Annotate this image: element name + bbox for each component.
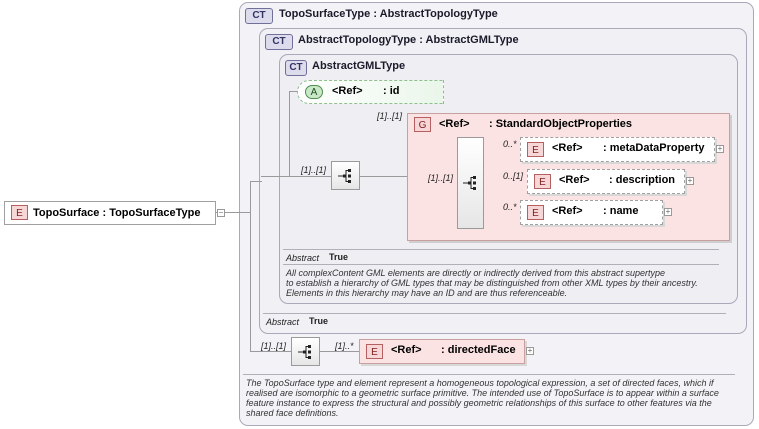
element-icon: E	[527, 142, 544, 157]
description-multiplicity: 0..[1]	[503, 171, 524, 181]
connector-line	[250, 351, 291, 352]
complex-type-icon: CT	[245, 8, 273, 24]
name-ref: <Ref>	[552, 205, 583, 217]
abstract-property-value: True	[329, 252, 349, 262]
connector-line	[289, 176, 331, 177]
connector-line	[250, 181, 262, 182]
directedface-name: : directedFace	[441, 344, 516, 356]
group-icon: G	[414, 117, 431, 132]
toposurfacetype-title: TopoSurfaceType : AbstractTopologyType	[279, 8, 498, 20]
connector-line	[359, 176, 407, 177]
element-icon: E	[527, 205, 544, 220]
description-ref: <Ref>	[559, 174, 590, 186]
toposurface-element[interactable]	[4, 201, 216, 225]
metadataproperty-name: : metaDataProperty	[603, 142, 705, 154]
group-name: : StandardObjectProperties	[489, 118, 633, 130]
expand-icon[interactable]: +	[716, 144, 724, 153]
sequence-icon	[338, 169, 351, 183]
properties-divider	[283, 249, 719, 250]
description-name: : description	[609, 174, 676, 186]
description-element[interactable]	[527, 169, 685, 194]
abstractgmltype-title: AbstractGMLType	[312, 60, 406, 72]
toposurface-label: TopoSurface : TopoSurfaceType	[33, 207, 201, 219]
group-multiplicity: [1]..[1]	[377, 111, 403, 121]
toposurfacetype-doc-line: realised are isomorphic to a geometric s…	[246, 388, 719, 398]
sequence-compositor[interactable]	[331, 161, 360, 190]
connector-line	[289, 91, 290, 177]
element-icon: E	[11, 205, 28, 220]
abstract-property-name: Abstract	[286, 253, 320, 263]
connector-line	[289, 91, 299, 92]
complex-type-icon: CT	[265, 34, 293, 50]
sequence-multiplicity: [1]..[1]	[301, 165, 327, 175]
expand-icon[interactable]: +	[686, 176, 694, 185]
expand-icon[interactable]: +	[526, 346, 534, 355]
name-multiplicity: 0..*	[503, 202, 517, 212]
group-sequence-multiplicity: [1]..[1]	[428, 173, 454, 183]
element-icon: E	[366, 344, 383, 359]
group-ref: <Ref>	[439, 118, 470, 130]
directedface-ref: <Ref>	[391, 344, 422, 356]
abstract-property-name: Abstract	[266, 317, 300, 327]
metadataproperty-ref: <Ref>	[552, 142, 583, 154]
id-name: : id	[383, 85, 400, 97]
outer-sequence-multiplicity: [1]..[1]	[261, 341, 287, 351]
element-icon: E	[534, 174, 551, 189]
directedface-multiplicity: [1]..*	[335, 341, 354, 351]
sequence-icon	[298, 345, 311, 359]
metadataproperty-multiplicity: 0..*	[503, 139, 517, 149]
expand-icon[interactable]: +	[664, 207, 672, 216]
directedface-element[interactable]	[359, 339, 525, 364]
abstracttopologytype-title: AbstractTopologyType : AbstractGMLType	[298, 34, 519, 46]
connector-line	[250, 181, 251, 351]
sequence-icon	[463, 176, 476, 190]
collapse-icon[interactable]: −	[217, 208, 225, 217]
name-name: : name	[603, 205, 639, 217]
abstractgmltype-doc-line: Elements in this hierarchy may have an I…	[286, 288, 568, 298]
toposurfacetype-doc-line: feature instance to express the structur…	[246, 398, 712, 408]
abstractgmltype-doc-line: All complexContent GML elements are dire…	[286, 268, 665, 278]
id-ref: <Ref>	[332, 85, 363, 97]
toposurfacetype-doc-line: shared face definitions.	[246, 408, 339, 418]
attribute-icon: A	[305, 85, 323, 99]
properties-divider	[263, 313, 726, 314]
toposurfacetype-doc-line: The TopoSurface type and element represe…	[246, 378, 714, 388]
doc-divider	[283, 264, 719, 265]
group-sequence-compositor[interactable]	[457, 137, 484, 229]
metadataproperty-element[interactable]	[520, 137, 715, 162]
doc-divider	[243, 374, 735, 375]
connector-line	[319, 351, 360, 352]
complex-type-icon: CT	[285, 60, 307, 76]
connector-line	[261, 176, 290, 177]
abstract-property-value: True	[309, 316, 329, 326]
abstractgmltype-doc-line: to establish a hierarchy of GML types th…	[286, 278, 698, 288]
connector-line	[228, 212, 251, 213]
